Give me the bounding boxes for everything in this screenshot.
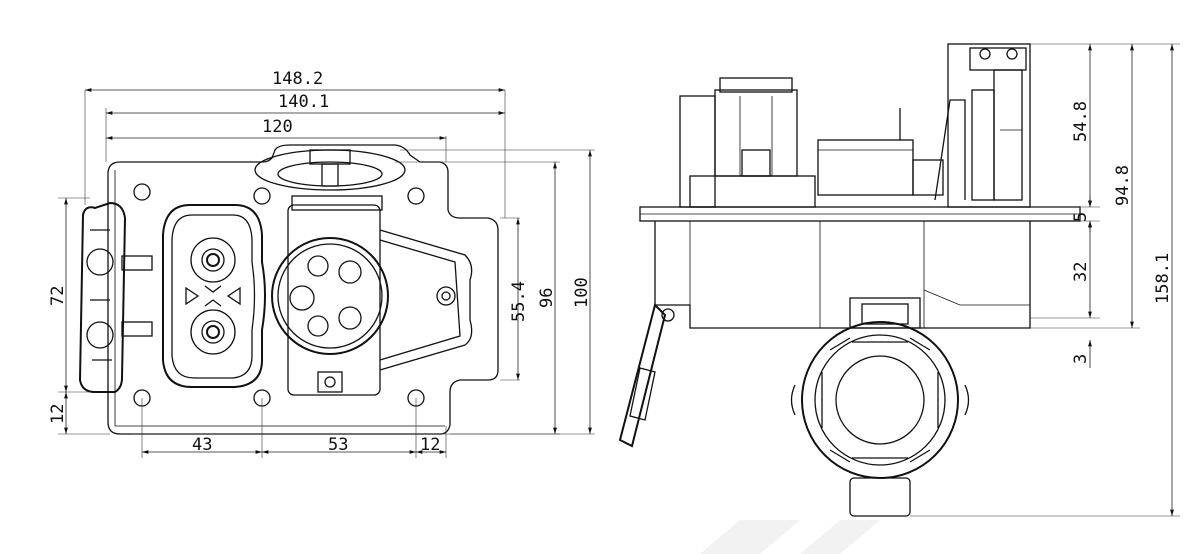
dim-side-top: 54.8 — [1071, 101, 1091, 142]
front-extension-lines — [58, 90, 595, 458]
dim-bottom-spacing-1: 43 — [192, 435, 212, 455]
watermark — [700, 520, 880, 554]
dim-bottom-spacing-3: 12 — [420, 435, 440, 455]
side-extension-lines — [910, 43, 1180, 517]
top-components — [679, 43, 1031, 208]
front-dimension-lines — [64, 88, 592, 454]
dc-cap-open — [78, 201, 153, 393]
dim-side-upper: 94.8 — [1113, 165, 1133, 206]
dim-side-flange: 5 — [1071, 212, 1091, 222]
dc-socket — [162, 204, 266, 388]
lower-body — [654, 221, 1031, 329]
dim-bottom-hole-offset: 12 — [48, 404, 68, 424]
dim-height-inner: 55.4 — [509, 281, 529, 322]
dim-side-gap: 3 — [1071, 354, 1091, 364]
side-socket — [790, 297, 970, 517]
dim-side-total: 158.1 — [1153, 253, 1173, 304]
side-view: 54.8 94.8 5 32 3 158.1 — [618, 43, 1180, 517]
dim-width-body: 140.1 — [278, 92, 329, 112]
front-view: 148.2 140.1 120 72 12 55.4 96 100 43 53 … — [48, 69, 595, 458]
dim-width-overall: 148.2 — [272, 69, 323, 89]
side-cap — [618, 303, 675, 448]
ac-socket — [271, 204, 473, 396]
dim-width-holes: 120 — [262, 117, 293, 137]
ac-lid — [254, 149, 406, 211]
dim-height-holes: 96 — [537, 288, 557, 308]
dim-height-overall: 100 — [572, 277, 592, 308]
side-dimension-lines — [1088, 44, 1174, 516]
dim-height-left: 72 — [48, 286, 68, 306]
dim-bottom-spacing-2: 53 — [328, 435, 348, 455]
dim-side-body: 32 — [1071, 262, 1091, 282]
mounting-plate — [107, 144, 499, 435]
